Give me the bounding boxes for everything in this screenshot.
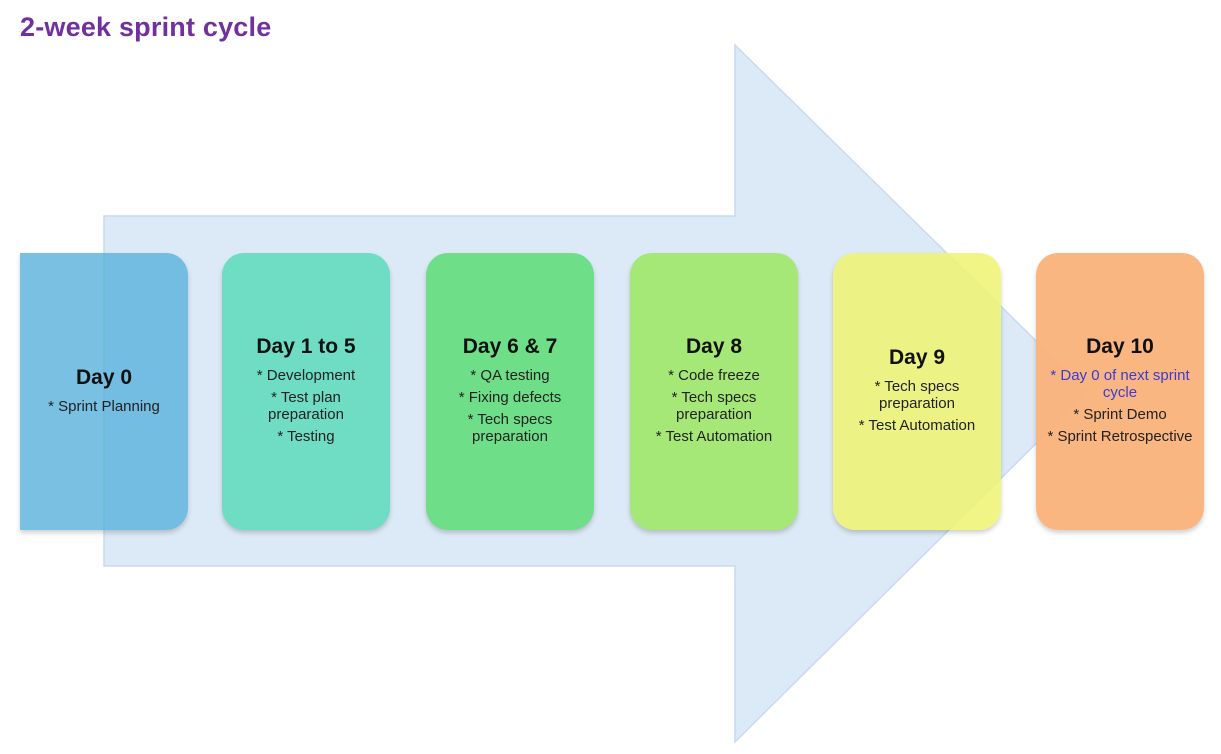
step-day-1-to-5: Day 1 to 5 * Development * Test plan pre… [222, 253, 390, 530]
step-title: Day 6 & 7 [462, 335, 558, 358]
step-item: * Test Automation [858, 417, 976, 434]
step-item: * Code freeze [668, 367, 760, 384]
step-item: * Sprint Demo [1073, 406, 1167, 423]
step-day-9: Day 9 * Tech specs preparation * Test Au… [833, 253, 1001, 530]
step-item: * Sprint Planning [48, 397, 160, 415]
step-day-10: Day 10 * Day 0 of next sprint cycle * Sp… [1036, 253, 1204, 530]
step-item: * Testing [277, 428, 335, 445]
step-title: Day 1 to 5 [256, 335, 356, 358]
page-title: 2-week sprint cycle [20, 12, 272, 42]
step-item: * Tech specs preparation [874, 378, 960, 412]
step-title: Day 10 [1086, 335, 1154, 358]
step-item: * Test Automation [655, 428, 773, 445]
step-day-8: Day 8 * Code freeze * Tech specs prepara… [630, 253, 798, 530]
step-day-6-and-7: Day 6 & 7 * QA testing * Fixing defects … [426, 253, 594, 530]
step-title: Day 0 [75, 365, 133, 389]
step-item-highlight: * Day 0 of next sprint cycle [1050, 367, 1190, 401]
step-item: * Tech specs preparation [671, 389, 757, 423]
step-item: * Tech specs preparation [467, 411, 553, 445]
step-item: * Test plan preparation [268, 389, 344, 423]
step-item: * QA testing [470, 367, 550, 384]
step-item: * Sprint Retrospective [1047, 428, 1193, 445]
step-item: * Development [256, 367, 356, 384]
step-title: Day 8 [685, 335, 743, 358]
step-item: * Fixing defects [458, 389, 562, 406]
step-day-0: Day 0 * Sprint Planning [20, 253, 188, 530]
step-title: Day 9 [888, 346, 946, 369]
